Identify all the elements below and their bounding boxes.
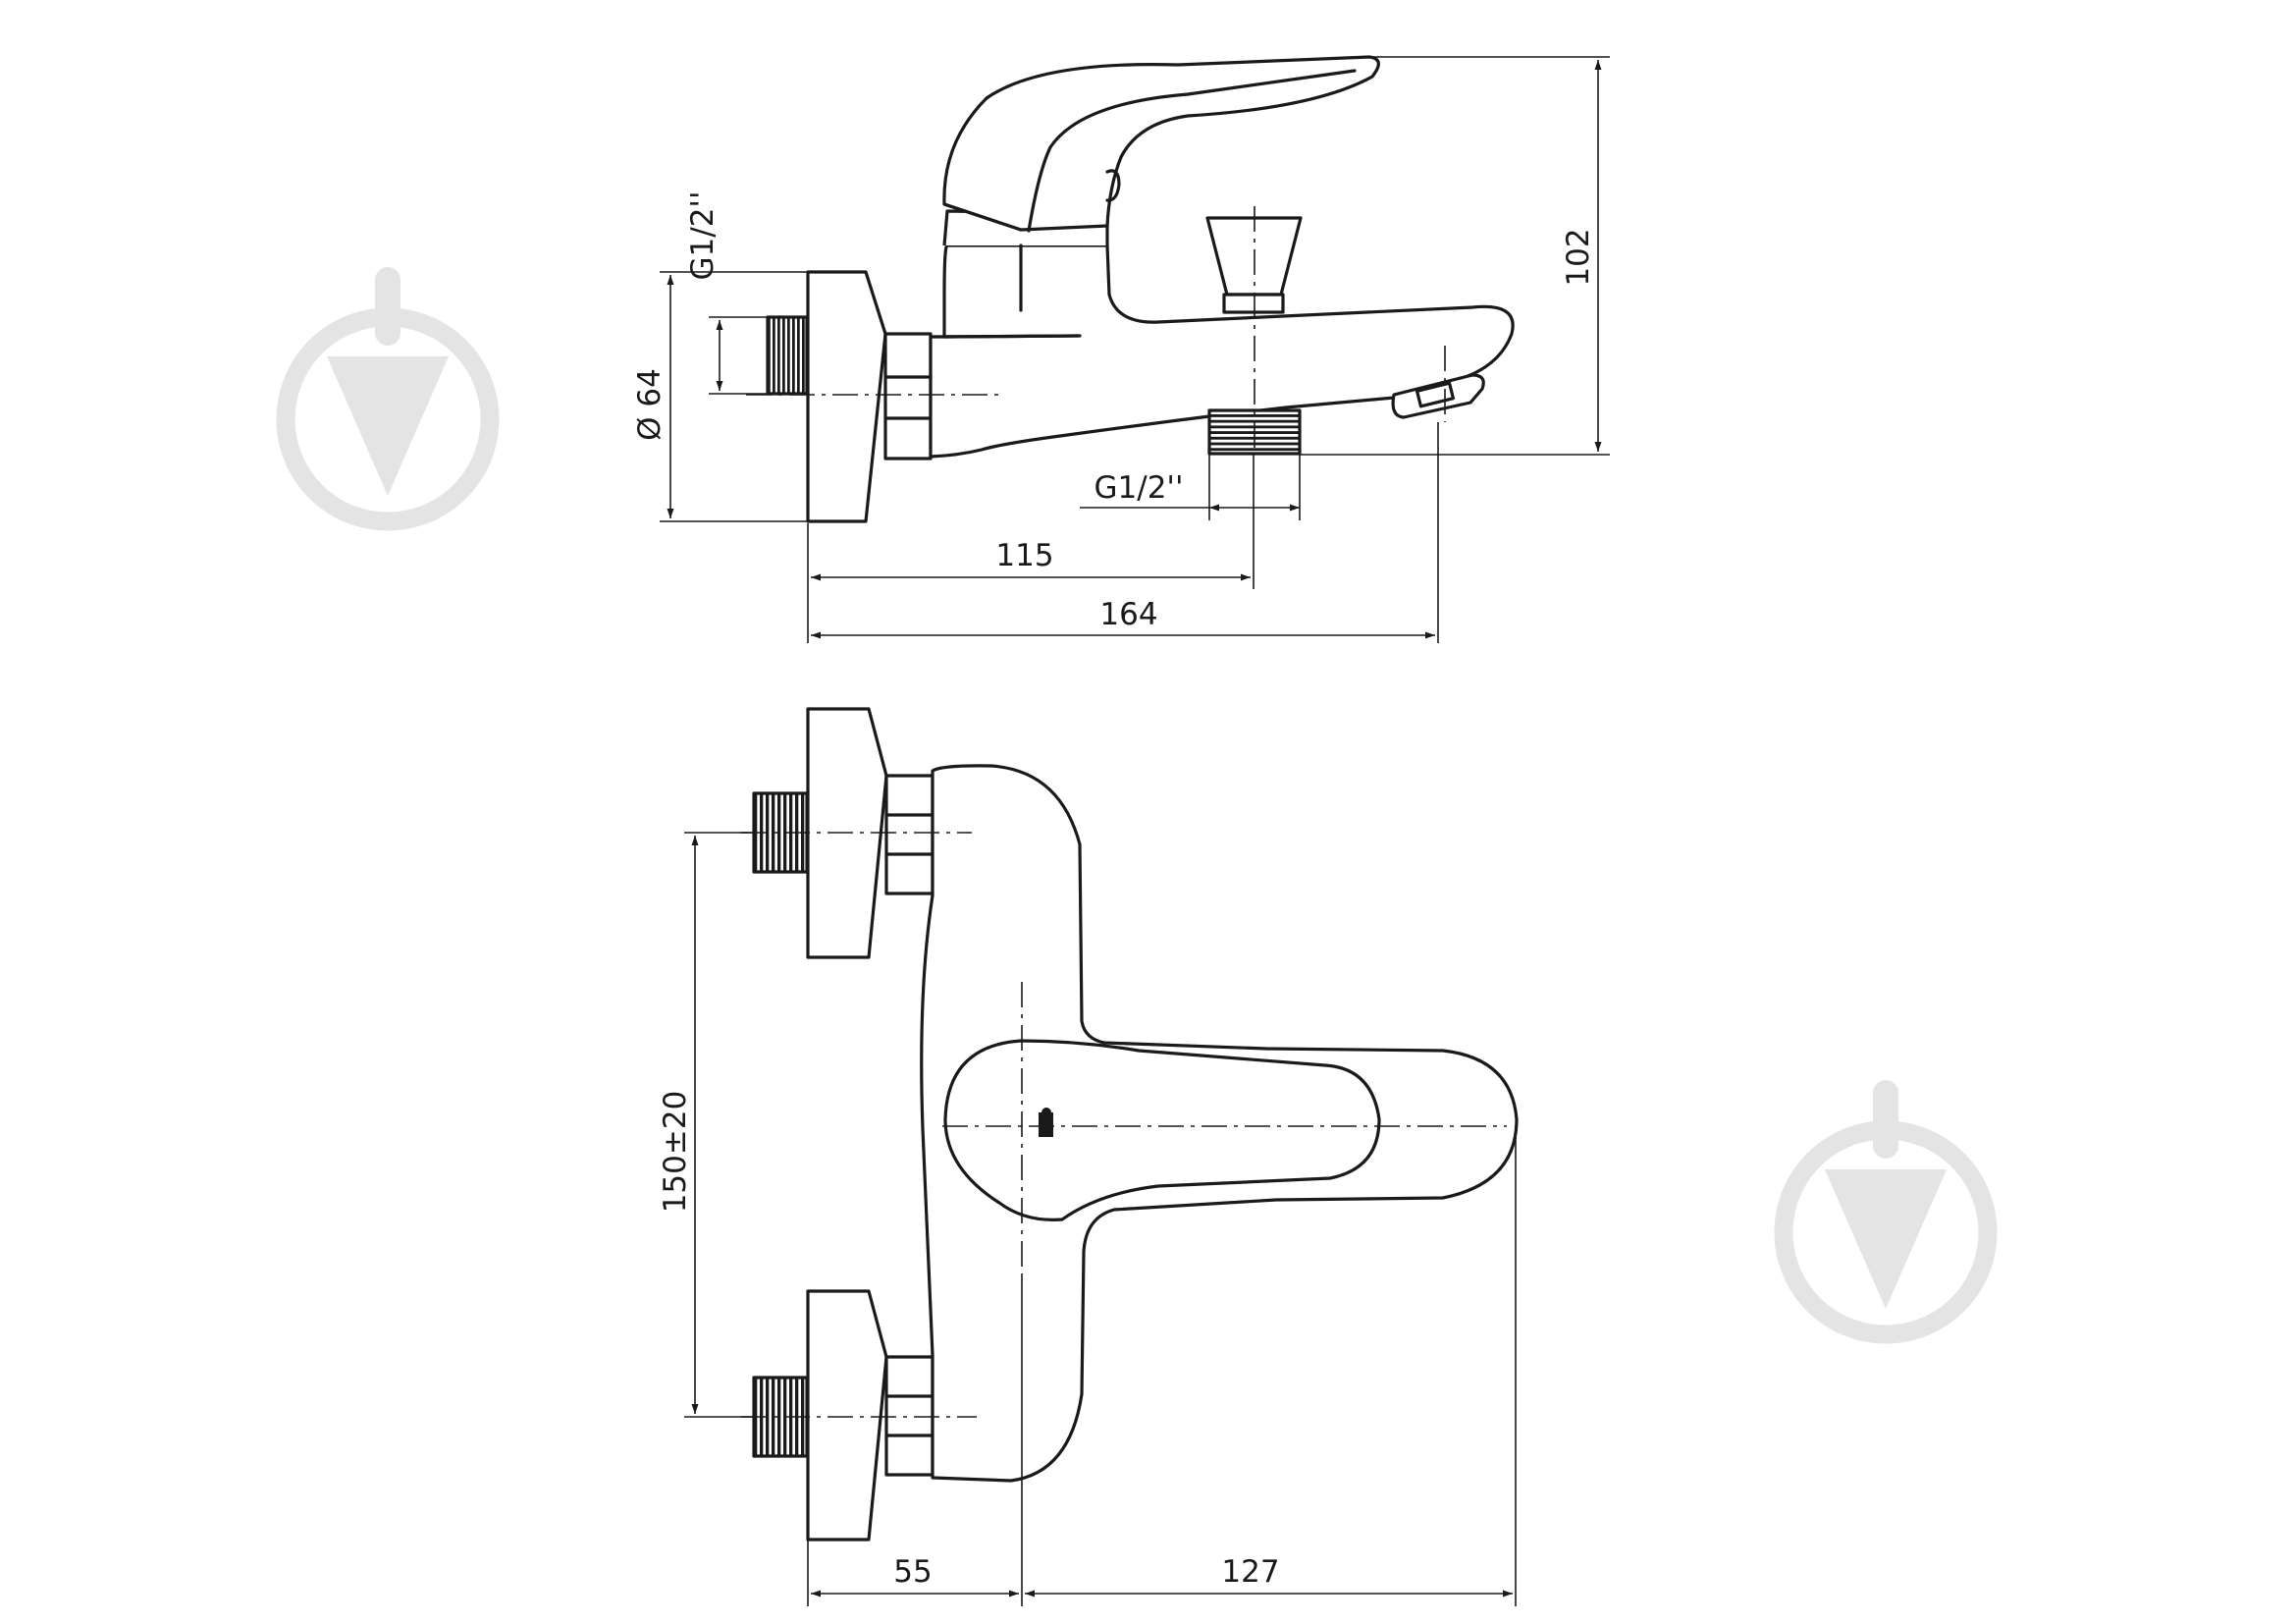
side-lever-handle xyxy=(942,55,1380,232)
thread-mark xyxy=(772,793,775,872)
top-lower-flange xyxy=(806,1289,888,1542)
thread-mark xyxy=(777,1378,781,1456)
label-diameter-64: Ø 64 xyxy=(632,368,667,441)
top-upper-nut xyxy=(884,774,934,895)
thread-mark xyxy=(792,317,795,394)
thread-mark xyxy=(787,317,790,394)
label-length-115: 115 xyxy=(995,538,1053,573)
side-view: G1/2'' Ø 64 102 G1/2'' 115 164 xyxy=(632,55,1610,643)
thread-mark xyxy=(766,1378,770,1456)
label-g-half-top: G1/2'' xyxy=(685,191,721,281)
thread-mark xyxy=(766,793,770,872)
top-view: 150±20 55 127 xyxy=(658,707,1519,1606)
thread-mark xyxy=(1209,414,1300,417)
thread-mark xyxy=(772,1378,775,1456)
top-screw-icon xyxy=(1039,1108,1053,1137)
thread-mark xyxy=(773,317,775,394)
thread-mark xyxy=(797,317,800,394)
label-offset-55: 55 xyxy=(893,1554,932,1590)
side-wall-flange xyxy=(806,270,887,523)
label-reach-127: 127 xyxy=(1221,1554,1279,1590)
label-height-102: 102 xyxy=(1561,228,1596,286)
thread-mark xyxy=(802,317,805,394)
thread-mark xyxy=(1209,419,1300,423)
label-g-half-bottom: G1/2'' xyxy=(1095,470,1184,506)
side-eccentric-nut xyxy=(883,332,933,460)
top-lower-nut xyxy=(884,1355,934,1477)
thread-mark xyxy=(1209,448,1300,452)
watermark-logo-icon xyxy=(1774,1080,1998,1344)
thread-mark xyxy=(768,317,771,394)
label-spacing-150: 150±20 xyxy=(658,1091,693,1214)
side-inlet-thread xyxy=(766,315,809,396)
thread-mark xyxy=(777,317,780,394)
side-mixer-body xyxy=(929,244,1515,459)
thread-mark xyxy=(782,317,785,394)
thread-mark xyxy=(777,793,781,872)
watermark-logo-icon xyxy=(276,267,500,531)
label-length-164: 164 xyxy=(1099,597,1157,632)
top-lever-handle xyxy=(943,1039,1381,1221)
